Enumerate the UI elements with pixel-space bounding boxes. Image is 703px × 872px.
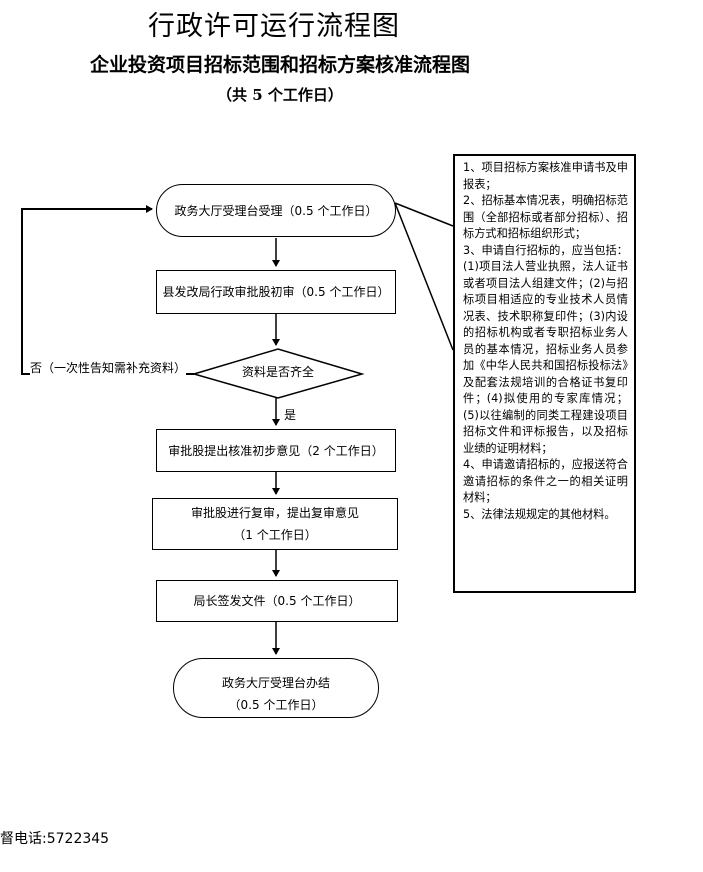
decision-label: 资料是否齐全: [241, 365, 314, 379]
material-item: 3、申请自行招标的，应当包括：(1)项目法人营业执照，法人证书或者项目法人组建文…: [463, 243, 628, 455]
step-review-line2: （1 个工作日）: [233, 528, 317, 542]
note-callout-line-2: [394, 202, 454, 351]
branch-yes-label: 是: [284, 406, 297, 423]
step-review: 审批股进行复审，提出复审意见 （1 个工作日）: [152, 498, 398, 550]
step-finish-line2: （0.5 个工作日）: [228, 698, 324, 712]
material-item: 4、申请邀请招标的，应报送符合邀请招标的条件之一的相关证明材料；: [463, 458, 628, 504]
step-preliminary: 县发改局行政审批股初审（0.5 个工作日）: [156, 270, 396, 314]
total-days: （共 5 个工作日）: [217, 86, 343, 104]
step-review-line1: 审批股进行复审，提出复审意见: [190, 506, 359, 520]
note-callout-line: [394, 202, 454, 227]
step-finish-line1: 政务大厅受理台办结: [221, 676, 330, 690]
step-sign-label: 局长签发文件（0.5 个工作日）: [193, 594, 361, 608]
decision-diamond-shape: [191, 348, 365, 399]
step-sign: 局长签发文件（0.5 个工作日）: [156, 580, 398, 622]
material-item: 2、招标基本情况表，明确招标范围（全部招标或者部分招标）、招标方式和招标组织形式…: [463, 194, 628, 240]
branch-no-label: 否（一次性告知需补充资料）: [30, 359, 187, 376]
step-opinion: 审批股提出核准初步意见（2 个工作日）: [156, 429, 396, 472]
supervision-phone: 监督电话:5722345: [0, 831, 110, 847]
step-preliminary-label: 县发改局行政审批股初审（0.5 个工作日）: [162, 285, 390, 299]
step-finish: 政务大厅受理台办结 （0.5 个工作日）: [173, 658, 379, 718]
step-opinion-label: 审批股提出核准初步意见（2 个工作日）: [168, 443, 384, 458]
materials-note: 1、项目招标方案核准申请书及申报表； 2、招标基本情况表，明确招标范围（全部招标…: [453, 154, 636, 593]
flow-subtitle: 企业投资项目招标范围和招标方案核准流程图: [89, 54, 470, 76]
material-item: 1、项目招标方案核准申请书及申报表；: [463, 161, 628, 191]
material-item: 5、法律法规规定的其他材料。: [463, 507, 616, 521]
step-accept: 政务大厅受理台受理（0.5 个工作日）: [156, 184, 396, 237]
page-title: 行政许可运行流程图: [148, 11, 400, 42]
step-accept-label: 政务大厅受理台受理（0.5 个工作日）: [174, 203, 378, 218]
